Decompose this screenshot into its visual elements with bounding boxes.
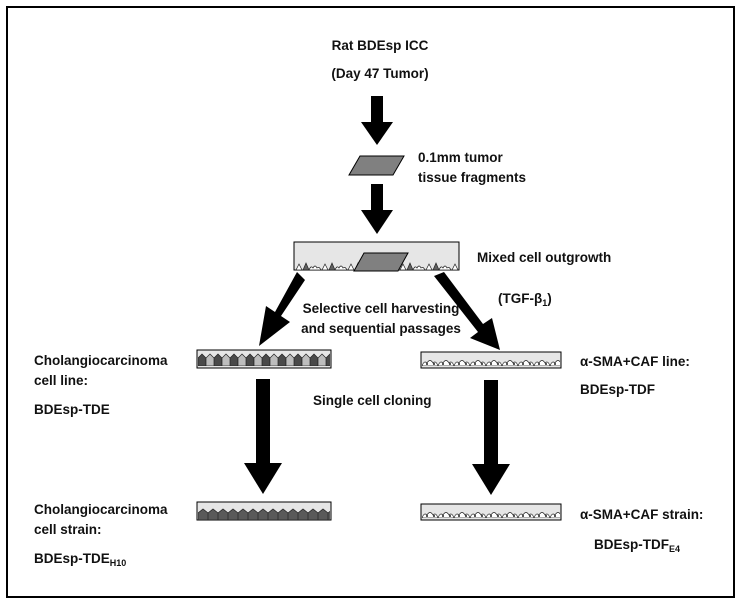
- caf-strain-line1: α-SMA+CAF strain:: [580, 507, 704, 522]
- mixed-outgrowth-culture: [293, 241, 460, 272]
- chol-strain-name: BDEsp-TDE: [34, 551, 110, 566]
- outgrowth-label: Mixed cell outgrowth: [477, 250, 612, 265]
- tissue-fragment-in-culture: [353, 252, 409, 272]
- caf-line-line2: BDEsp-TDF: [580, 382, 655, 397]
- source-line2: (Day 47 Tumor): [331, 66, 429, 81]
- caf-strain-line2: BDEsp-TDFE4: [594, 535, 703, 559]
- chol-strain-line3: BDEsp-TDEH10: [34, 549, 168, 573]
- arrow-outgrowth-to-caf-line: [434, 272, 500, 350]
- fragments-line2: tissue fragments: [418, 170, 527, 185]
- tgf-prefix: (TGF-β: [498, 291, 543, 306]
- chol-strain-line2: cell strain:: [34, 522, 102, 537]
- tde-strain-culture: [196, 501, 332, 521]
- chol-line-line2: cell line:: [34, 373, 89, 388]
- arrow-caf-line-to-strain: [472, 380, 510, 495]
- chol-strain-line1: Cholangiocarcinoma: [34, 502, 168, 517]
- fragments-label: 0.1mm tumor tissue fragments: [418, 148, 526, 188]
- arrow-fragments-to-outgrowth: [361, 184, 393, 234]
- caf-line-culture: [420, 351, 562, 369]
- source-line1: Rat BDEsp ICC: [331, 38, 429, 53]
- caf-line-line1: α-SMA+CAF line:: [580, 354, 690, 369]
- caf-strain-subscript: E4: [669, 544, 681, 554]
- chol-strain-label: Cholangiocarcinoma cell strain: BDEsp-TD…: [34, 500, 168, 573]
- fragments-line1: 0.1mm tumor: [418, 150, 503, 165]
- arrow-outgrowth-to-tde-line: [259, 272, 305, 346]
- chol-line-line3: BDEsp-TDE: [34, 402, 110, 417]
- caf-strain-name: BDEsp-TDF: [594, 537, 669, 552]
- arrow-source-to-fragments: [361, 96, 393, 145]
- tgf-subscript: 1: [542, 298, 548, 308]
- cloning-label: Single cell cloning: [313, 393, 432, 408]
- chol-line-line1: Cholangiocarcinoma: [34, 353, 168, 368]
- chol-strain-subscript: H10: [109, 558, 127, 568]
- harvest-line2: and sequential passages: [301, 321, 461, 336]
- tissue-fragment-shape: [348, 155, 405, 176]
- harvest-line1: Selective cell harvesting: [302, 301, 460, 316]
- caf-strain-culture: [420, 503, 562, 521]
- arrow-tde-line-to-strain: [244, 379, 282, 494]
- tgf-label: (TGF-β1): [498, 289, 552, 313]
- tgf-suffix: ): [547, 291, 552, 306]
- figure-border: [6, 6, 735, 598]
- caf-strain-label: α-SMA+CAF strain: BDEsp-TDFE4: [580, 505, 703, 559]
- caf-line-label: α-SMA+CAF line: BDEsp-TDF: [580, 352, 690, 400]
- harvest-label: Selective cell harvesting and sequential…: [288, 299, 474, 339]
- tde-line-culture: [196, 349, 332, 369]
- chol-line-label: Cholangiocarcinoma cell line: BDEsp-TDE: [34, 351, 168, 420]
- source-subtitle: (Day 47 Tumor): [315, 64, 445, 84]
- source-title: Rat BDEsp ICC: [315, 36, 445, 56]
